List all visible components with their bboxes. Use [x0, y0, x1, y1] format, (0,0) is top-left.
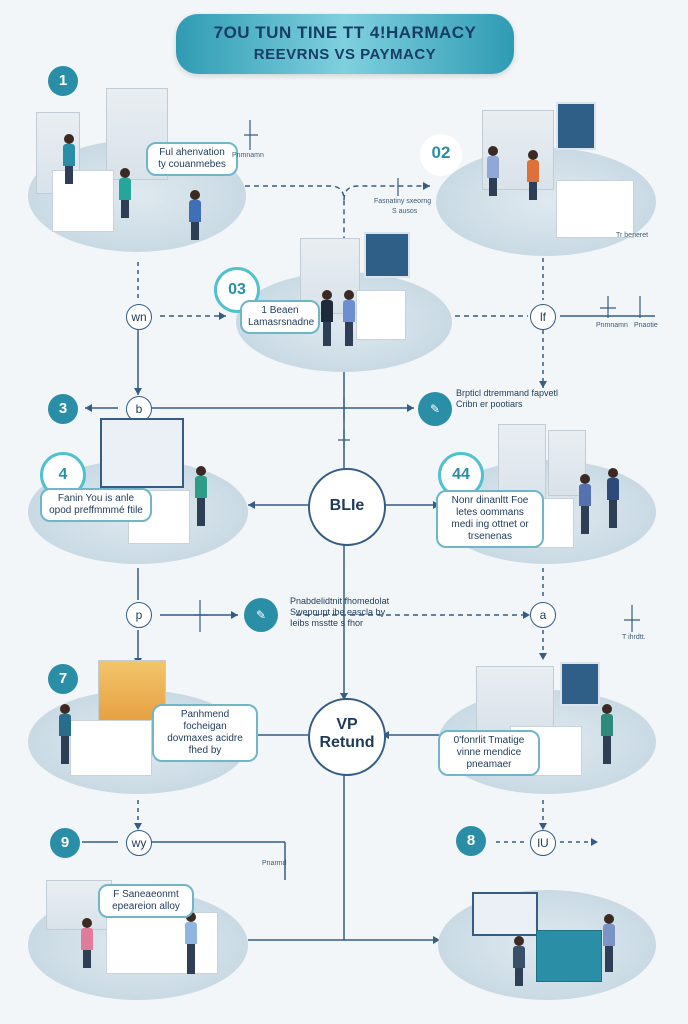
- scene-3-person-1: [321, 290, 333, 346]
- step-2-badge: 02: [420, 134, 462, 176]
- note-top-right: Brpticl dtremmand fapvetl Cribn er pooti…: [456, 388, 558, 410]
- note-middle-line-3: Ieibs msstte s fhor: [290, 618, 364, 628]
- scene-1-seated-person: [189, 190, 201, 240]
- node-a: a: [530, 602, 556, 628]
- tiny-label-e: Pnarmd: [262, 860, 287, 867]
- step-3b-badge: 3: [48, 394, 78, 424]
- step-9-badge: 9: [50, 828, 80, 858]
- step-7b-caption: 0'fonrlit Tmatige vinne mendice pneamaer: [438, 730, 540, 776]
- note-middle: Pnabdelidtnit fhomedolat Swepnupt ibe ea…: [290, 596, 389, 629]
- step-9-caption: F Saneaeonmt epeareion alloy: [98, 884, 194, 918]
- hub-center-top: BLIe: [308, 468, 386, 546]
- note-top-right-line-2: Cribn er pootiars: [456, 399, 523, 409]
- scene-3-person-2: [343, 290, 355, 346]
- scene-7b-monitor: [560, 662, 600, 706]
- scene-8-staff: [603, 914, 615, 972]
- hub-center-bottom: VP Retund: [308, 698, 386, 776]
- scene-7-counter: [70, 720, 152, 776]
- step-7-badge: 7: [48, 664, 78, 694]
- step-3a-caption: 1 Beaen Lamasrsnadne: [240, 300, 320, 334]
- step-8-badge: 8: [456, 826, 486, 856]
- title-line-1: 7OU TUN TINE TT 4!HARMACY: [213, 23, 477, 42]
- tiny-label-c: Pnmnamn: [232, 152, 264, 159]
- scene-2-customer: [487, 146, 499, 196]
- note-middle-line-2: Swepnupt ibe eascla by: [290, 607, 386, 617]
- step-4a-caption: Fanin You is anle opod preffmmmé ftile: [40, 488, 152, 522]
- tiny-label-d: Pnaotie: [634, 322, 658, 329]
- tiny-label-c2: Pnmnamn: [596, 322, 628, 329]
- scene-9-customer: [81, 918, 93, 968]
- scene-1-counter: [52, 170, 114, 232]
- scene-7b-staff: [601, 704, 613, 764]
- node-lf: lf: [530, 304, 556, 330]
- scene-1-pharmacist: [63, 134, 75, 184]
- scene-2-staff: [527, 150, 539, 200]
- tiny-label-g: Tr beneret: [616, 232, 649, 239]
- scene-7-worker: [59, 704, 71, 764]
- scene-8-screen: [472, 892, 538, 936]
- node-b: b: [126, 396, 152, 422]
- note-top-right-line-1: Brpticl dtremmand fapvetl: [456, 388, 559, 398]
- scene-9-staff: [185, 912, 197, 974]
- tiny-label-b: S ausos: [392, 208, 418, 215]
- title-line-2: REEVRNS VS PAYMACY: [253, 46, 437, 63]
- node-iu: lU: [530, 830, 556, 856]
- edit-icon: ✎: [244, 598, 278, 632]
- step-7-caption: Panhmend focheigan dovmaxes acidre fhed …: [152, 704, 258, 762]
- node-wn: wn: [126, 304, 152, 330]
- hub-center-bottom-line-2: Retund: [319, 734, 375, 751]
- scene-7b-shelf: [476, 666, 554, 734]
- scene-44-staff-1: [579, 474, 591, 534]
- tiny-label-a: Fasnatiny sxeorng: [374, 198, 432, 205]
- node-p: p: [126, 602, 152, 628]
- hub-center-top-label: BLIe: [329, 497, 365, 514]
- scene-8-desk: [536, 930, 602, 982]
- scene-4-display: [100, 418, 184, 488]
- scene-4-pharmacist: [195, 466, 207, 526]
- scene-2-monitor: [556, 102, 596, 150]
- scene-9-counter: [106, 912, 218, 974]
- step-4b-caption: Nonr dinanltt Foe letes oommans medi ing…: [436, 490, 544, 548]
- tiny-label-f: T ihrdtt.: [622, 634, 646, 641]
- step-1-caption: Ful ahenvation ty couanmebes: [146, 142, 238, 176]
- scene-44-staff-2: [607, 468, 619, 528]
- step-1-badge: 1: [48, 66, 78, 96]
- node-wy: wy: [126, 830, 152, 856]
- scene-3-monitor: [364, 232, 410, 278]
- scene-2-counter: [556, 180, 634, 238]
- scene-3-counter: [356, 290, 406, 340]
- note-middle-line-1: Pnabdelidtnit fhomedolat: [290, 596, 390, 606]
- hub-center-bottom-line-1: VP: [336, 716, 358, 733]
- scene-1-customer: [119, 168, 131, 218]
- title-banner: 7OU TUN TINE TT 4!HARMACY REEVRNS VS PAY…: [176, 14, 514, 74]
- scene-8-seated-person: [513, 936, 525, 986]
- pen-icon: ✎: [418, 392, 452, 426]
